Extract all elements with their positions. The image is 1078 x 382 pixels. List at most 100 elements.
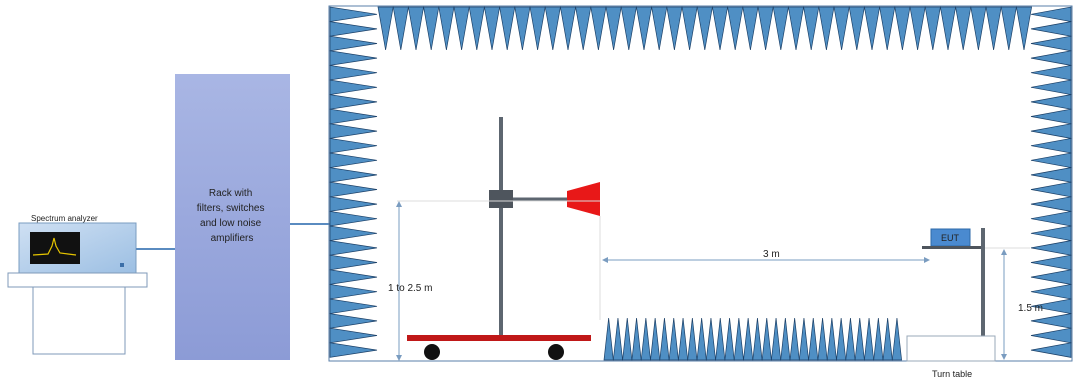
rack-label-line-4: amplifiers: [211, 233, 254, 244]
absorber-cone: [668, 317, 679, 361]
absorber-cone: [864, 317, 875, 361]
absorber-cone: [329, 327, 378, 344]
analyzer-table-base: [32, 286, 126, 355]
absorber-cone: [909, 6, 926, 51]
absorber-cone: [329, 181, 378, 198]
absorber-cone: [329, 269, 378, 285]
absorber-cone: [329, 152, 378, 169]
eut-table-top: [922, 246, 983, 249]
absorber-cone: [970, 6, 987, 51]
absorber-cone: [640, 317, 651, 361]
absorber-cone: [1030, 21, 1072, 37]
absorber-cone: [879, 6, 896, 51]
eut-height-dimension: 1.5 m: [985, 247, 1043, 360]
rack-label-line-1: Rack with: [209, 188, 252, 199]
rack-label: Rack with filters, switches and low nois…: [197, 188, 268, 244]
absorber-cone: [377, 6, 394, 51]
absorber-cone: [559, 6, 577, 51]
absorber-cone: [1030, 108, 1072, 125]
absorber-cone: [1030, 254, 1072, 271]
absorber-cone: [1015, 6, 1033, 51]
trolley-platform: [407, 335, 591, 341]
absorber-cone: [891, 317, 902, 361]
rack-label-line-2: filters, switches: [197, 203, 265, 214]
absorber-cone: [329, 21, 378, 37]
absorber-cone: [696, 317, 707, 361]
absorber-cone: [742, 6, 759, 51]
absorber-cone: [329, 167, 378, 183]
absorber-cone: [438, 6, 455, 51]
absorber-cone: [711, 6, 729, 51]
absorber-cone: [329, 283, 378, 300]
absorber-cone: [483, 6, 501, 51]
eut-height-label: 1.5 m: [1018, 303, 1043, 314]
antenna-height-arrowhead-bottom: [396, 355, 402, 361]
absorber-cone: [329, 123, 378, 139]
absorber-cone: [757, 6, 774, 51]
absorber-cone: [329, 240, 378, 256]
absorber-cone: [329, 6, 378, 23]
absorber-cone: [955, 6, 972, 51]
absorber-cone: [666, 6, 683, 51]
absorber-cone: [329, 196, 378, 212]
absorber-cone: [863, 6, 881, 51]
absorber-cone: [798, 317, 809, 361]
absorber-cone: [392, 6, 409, 51]
absorber-cone: [635, 6, 653, 51]
absorber-cone: [514, 6, 531, 51]
absorber-cone: [752, 317, 763, 361]
absorber-cone: [605, 6, 622, 51]
absorber-cone: [882, 317, 893, 361]
absorber-cone: [575, 6, 592, 51]
absorber-cone: [407, 6, 425, 51]
rack: Rack with filters, switches and low nois…: [175, 74, 290, 360]
absorber-cone: [329, 79, 378, 96]
absorber-cone: [329, 313, 378, 329]
antenna-height-label: 1 to 2.5 m: [388, 283, 432, 294]
eut-assembly: EUT Turn table: [906, 228, 996, 379]
absorber-cone: [1030, 123, 1072, 139]
absorber-cone: [803, 6, 820, 51]
absorber-cone: [468, 6, 485, 51]
absorber-right: [1030, 6, 1072, 358]
absorber-cone: [499, 6, 516, 51]
absorber-cone: [329, 64, 378, 81]
absorber-cone: [329, 210, 378, 227]
spectrum-trace: [32, 237, 77, 256]
absorber-cone: [787, 6, 805, 51]
absorber-cone: [818, 6, 835, 51]
trolley-wheel-left: [424, 344, 440, 360]
absorber-cone: [939, 6, 957, 51]
absorber-cone: [771, 317, 782, 361]
absorber-cone: [1030, 35, 1072, 52]
absorber-cone: [329, 50, 378, 66]
absorber-floor: [603, 317, 902, 361]
absorber-cone: [329, 108, 378, 125]
eut-height-arrowhead-top: [1001, 249, 1007, 255]
absorber-cone: [1030, 210, 1072, 227]
absorber-cone: [631, 317, 642, 361]
absorber-cone: [1030, 94, 1072, 110]
spectrum-analyzer-screen: [30, 232, 80, 264]
absorber-cone: [817, 317, 828, 361]
absorber-cone: [696, 6, 713, 51]
trolley-wheel-right: [548, 344, 564, 360]
absorber-cone: [1030, 283, 1072, 300]
absorber-cone: [724, 317, 735, 361]
absorber-cone: [705, 317, 716, 361]
eut-height-arrowhead-bottom: [1001, 354, 1007, 360]
antenna-height-dimension: 1 to 2.5 m: [388, 200, 601, 361]
absorber-cone: [1030, 196, 1072, 212]
absorber-cone: [772, 6, 789, 51]
absorber-cone: [622, 317, 633, 361]
absorber-cone: [681, 6, 698, 51]
absorber-cone: [873, 317, 884, 361]
turn-table-label: Turn table: [932, 369, 972, 379]
absorber-cone: [715, 317, 726, 361]
analyzer-table-top: [7, 272, 148, 288]
absorber-cone: [329, 254, 378, 271]
absorber-cone: [544, 6, 561, 51]
absorber-cone: [329, 225, 378, 242]
absorber-cone: [1030, 342, 1072, 358]
